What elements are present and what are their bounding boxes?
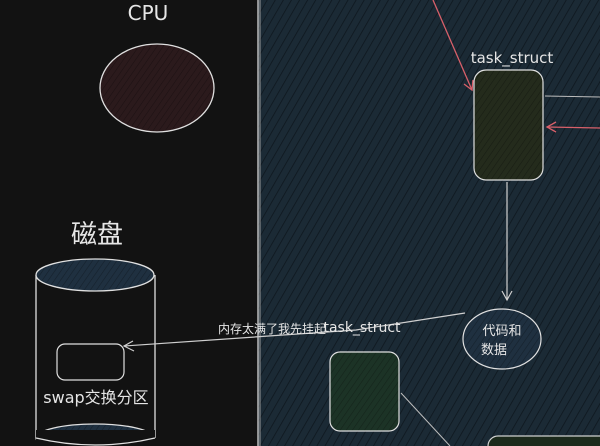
disk-label: 磁盘 (71, 220, 123, 250)
arrow-red-left-head (545, 121, 557, 133)
task-struct-bottom-box (329, 351, 400, 432)
link-right (544, 95, 600, 98)
arrow-swap-out (123, 312, 466, 347)
link-bottom-diagonal (400, 392, 451, 446)
disk-cylinder (35, 258, 156, 446)
arrow-swap-out-head (122, 340, 135, 352)
memory-region (257, 0, 600, 446)
code-data-node (462, 308, 542, 370)
swap-label: swap交换分区 (43, 388, 148, 407)
arrow-red-down (432, 0, 473, 91)
swap-slot (56, 343, 125, 381)
task-struct-bottom-label: task_struct (323, 320, 401, 336)
partial-node-bottom-right (487, 435, 600, 446)
task-struct-top-label: task_struct (471, 49, 554, 68)
arrow-red-down-head (463, 79, 474, 92)
code-data-line1: 代码和 (482, 324, 521, 339)
arrow-task-to-code-head (501, 290, 513, 302)
cpu-shape (99, 43, 215, 133)
task-struct-top-box (473, 69, 544, 181)
memory-full-note: 内存太满了我先挂起 (218, 321, 326, 336)
code-data-line2: 数据 (481, 343, 507, 358)
arrow-red-left (546, 126, 600, 129)
cpu-label: CPU (128, 1, 169, 25)
